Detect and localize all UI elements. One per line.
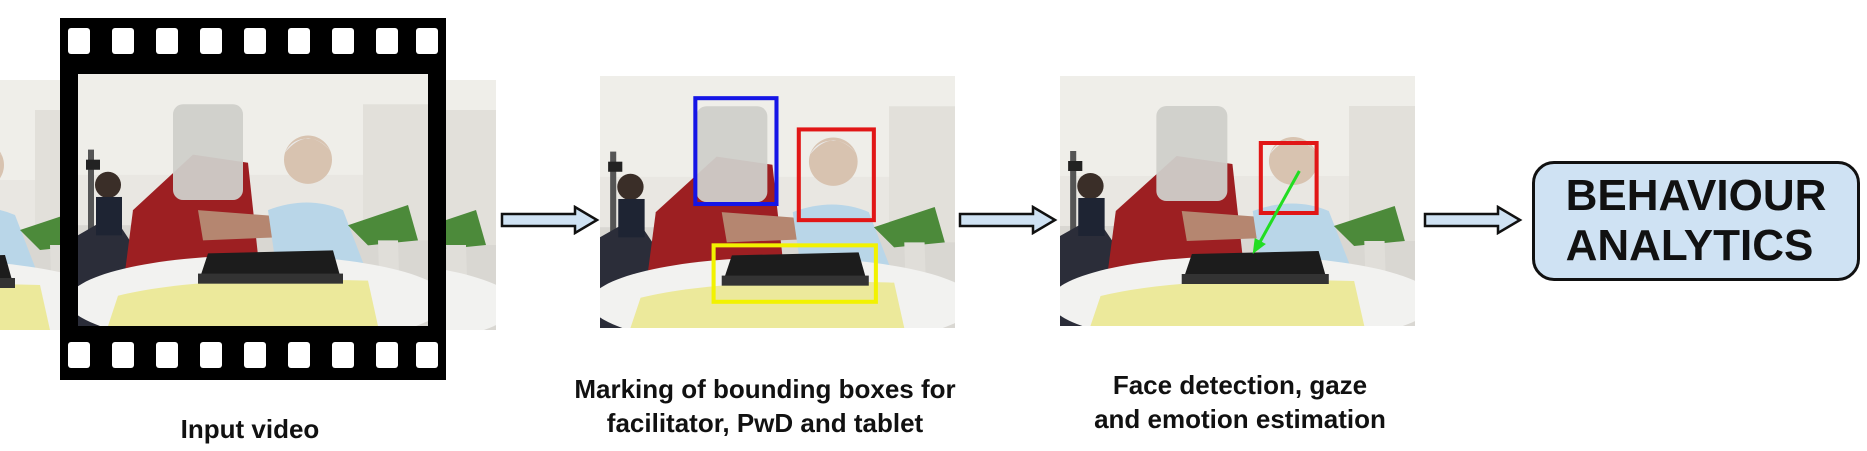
behaviour-analytics-box: BEHAVIOUR ANALYTICS [1532,161,1860,281]
analysed-video-frame [1060,76,1415,326]
facilitator-bounding-box [693,96,779,207]
input-video-stage: Input video [0,0,500,451]
tablet-bounding-box [711,243,878,304]
film-strip-icon [60,18,446,380]
stage-caption-face-gaze: Face detection, gaze and emotion estimat… [1094,370,1386,434]
face-gaze-stage [1060,76,1415,326]
stage-caption-bounding-boxes: Marking of bounding boxes for facilitato… [574,374,956,438]
bounding-box-stage [600,76,955,328]
behaviour-analytics-label: BEHAVIOUR ANALYTICS [1565,171,1827,270]
flow-arrow-icon [500,205,600,235]
annotated-video-frame [600,76,955,328]
flow-arrow-icon [958,205,1058,235]
stage-caption-input-video: Input video [180,414,320,444]
flow-arrow-icon [1423,205,1523,235]
gaze-arrow-icon [1256,170,1301,247]
face-detection-box [1258,141,1319,215]
pwd-bounding-box [796,127,876,223]
